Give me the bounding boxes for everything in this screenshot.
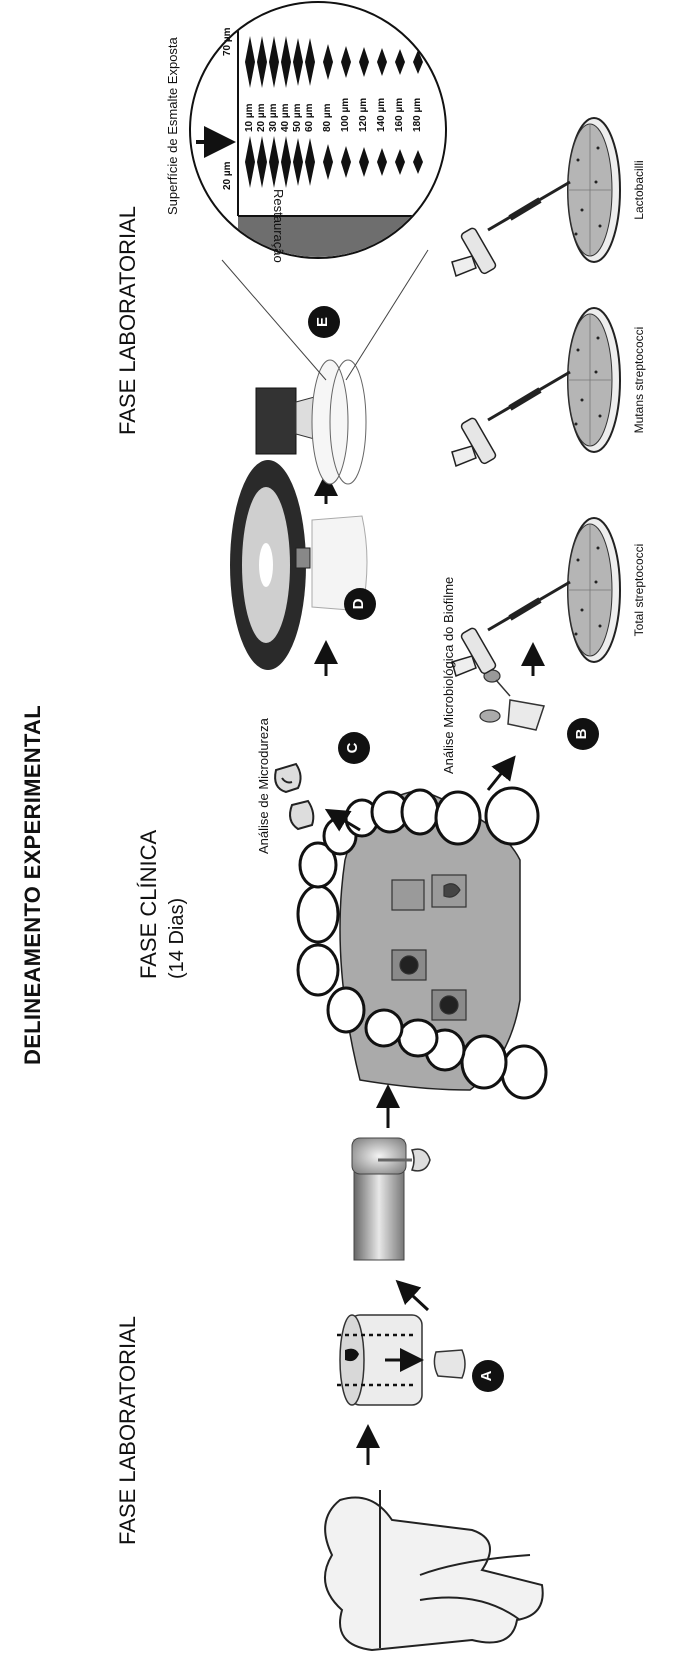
pipette	[452, 182, 570, 276]
phase-clinical: FASE CLÍNICA	[136, 819, 164, 979]
culture-plate	[452, 308, 620, 466]
label-restoration: Restauração	[268, 189, 286, 289]
page-title: DELINEAMENTO EXPERIMENTAL	[20, 765, 50, 1065]
label-exposed-surface: Superfície de Esmalte Exposta	[165, 25, 183, 215]
depth-scale-near: 20 µm	[222, 150, 234, 190]
depth-label: 140 µm	[376, 92, 388, 132]
dental-handpiece	[352, 1138, 430, 1260]
depth-label: 20 µm	[256, 92, 268, 132]
marker-e-label: E	[314, 312, 334, 332]
phase-lab-left: FASE LABORATORIAL	[115, 1305, 145, 1545]
phase-clinical-days: (14 Dias)	[166, 819, 194, 979]
depth-label: 60 µm	[304, 92, 316, 132]
enamel-slab	[434, 1350, 465, 1378]
depth-label: 180 µm	[412, 92, 424, 132]
depth-label: 80 µm	[322, 92, 334, 132]
culture-label: Mutans streptococci	[632, 305, 650, 455]
depth-label: 30 µm	[268, 92, 280, 132]
arrow-to-microbiology	[488, 760, 512, 790]
label-microhardness: Análise de Microdureza	[256, 694, 274, 854]
depth-label: 10 µm	[244, 92, 256, 132]
depth-label: 40 µm	[280, 92, 292, 132]
polishing-disc	[230, 460, 367, 670]
marker-d-label: D	[350, 594, 370, 614]
marker-b-label: B	[573, 724, 593, 744]
culture-label: Total streptococci	[632, 515, 650, 665]
culture-plate	[452, 118, 620, 276]
arrow-to-handpiece	[400, 1284, 428, 1310]
phase-lab-right: FASE LABORATORIAL	[115, 195, 145, 435]
label-microbiology: Análise Microbiológica do Biofilme	[441, 564, 459, 774]
depth-label: 120 µm	[358, 92, 370, 132]
sample-tube	[480, 670, 544, 730]
zoom-line-right	[346, 250, 428, 380]
marker-a-label: A	[478, 1366, 498, 1386]
depth-label: 50 µm	[292, 92, 304, 132]
depth-label: 160 µm	[394, 92, 406, 132]
depth-scale-far: 70 µm	[222, 16, 234, 56]
molar-tooth	[325, 1490, 543, 1650]
pipette	[452, 372, 570, 466]
microhardness-specimens	[275, 764, 313, 829]
pipette	[452, 582, 570, 676]
culture-plate	[452, 518, 620, 676]
dental-arch	[298, 788, 546, 1098]
depth-label: 100 µm	[340, 92, 352, 132]
culture-plates	[452, 118, 620, 676]
culture-label: Lactobacilli	[632, 115, 650, 265]
marker-c-label: C	[344, 738, 364, 758]
